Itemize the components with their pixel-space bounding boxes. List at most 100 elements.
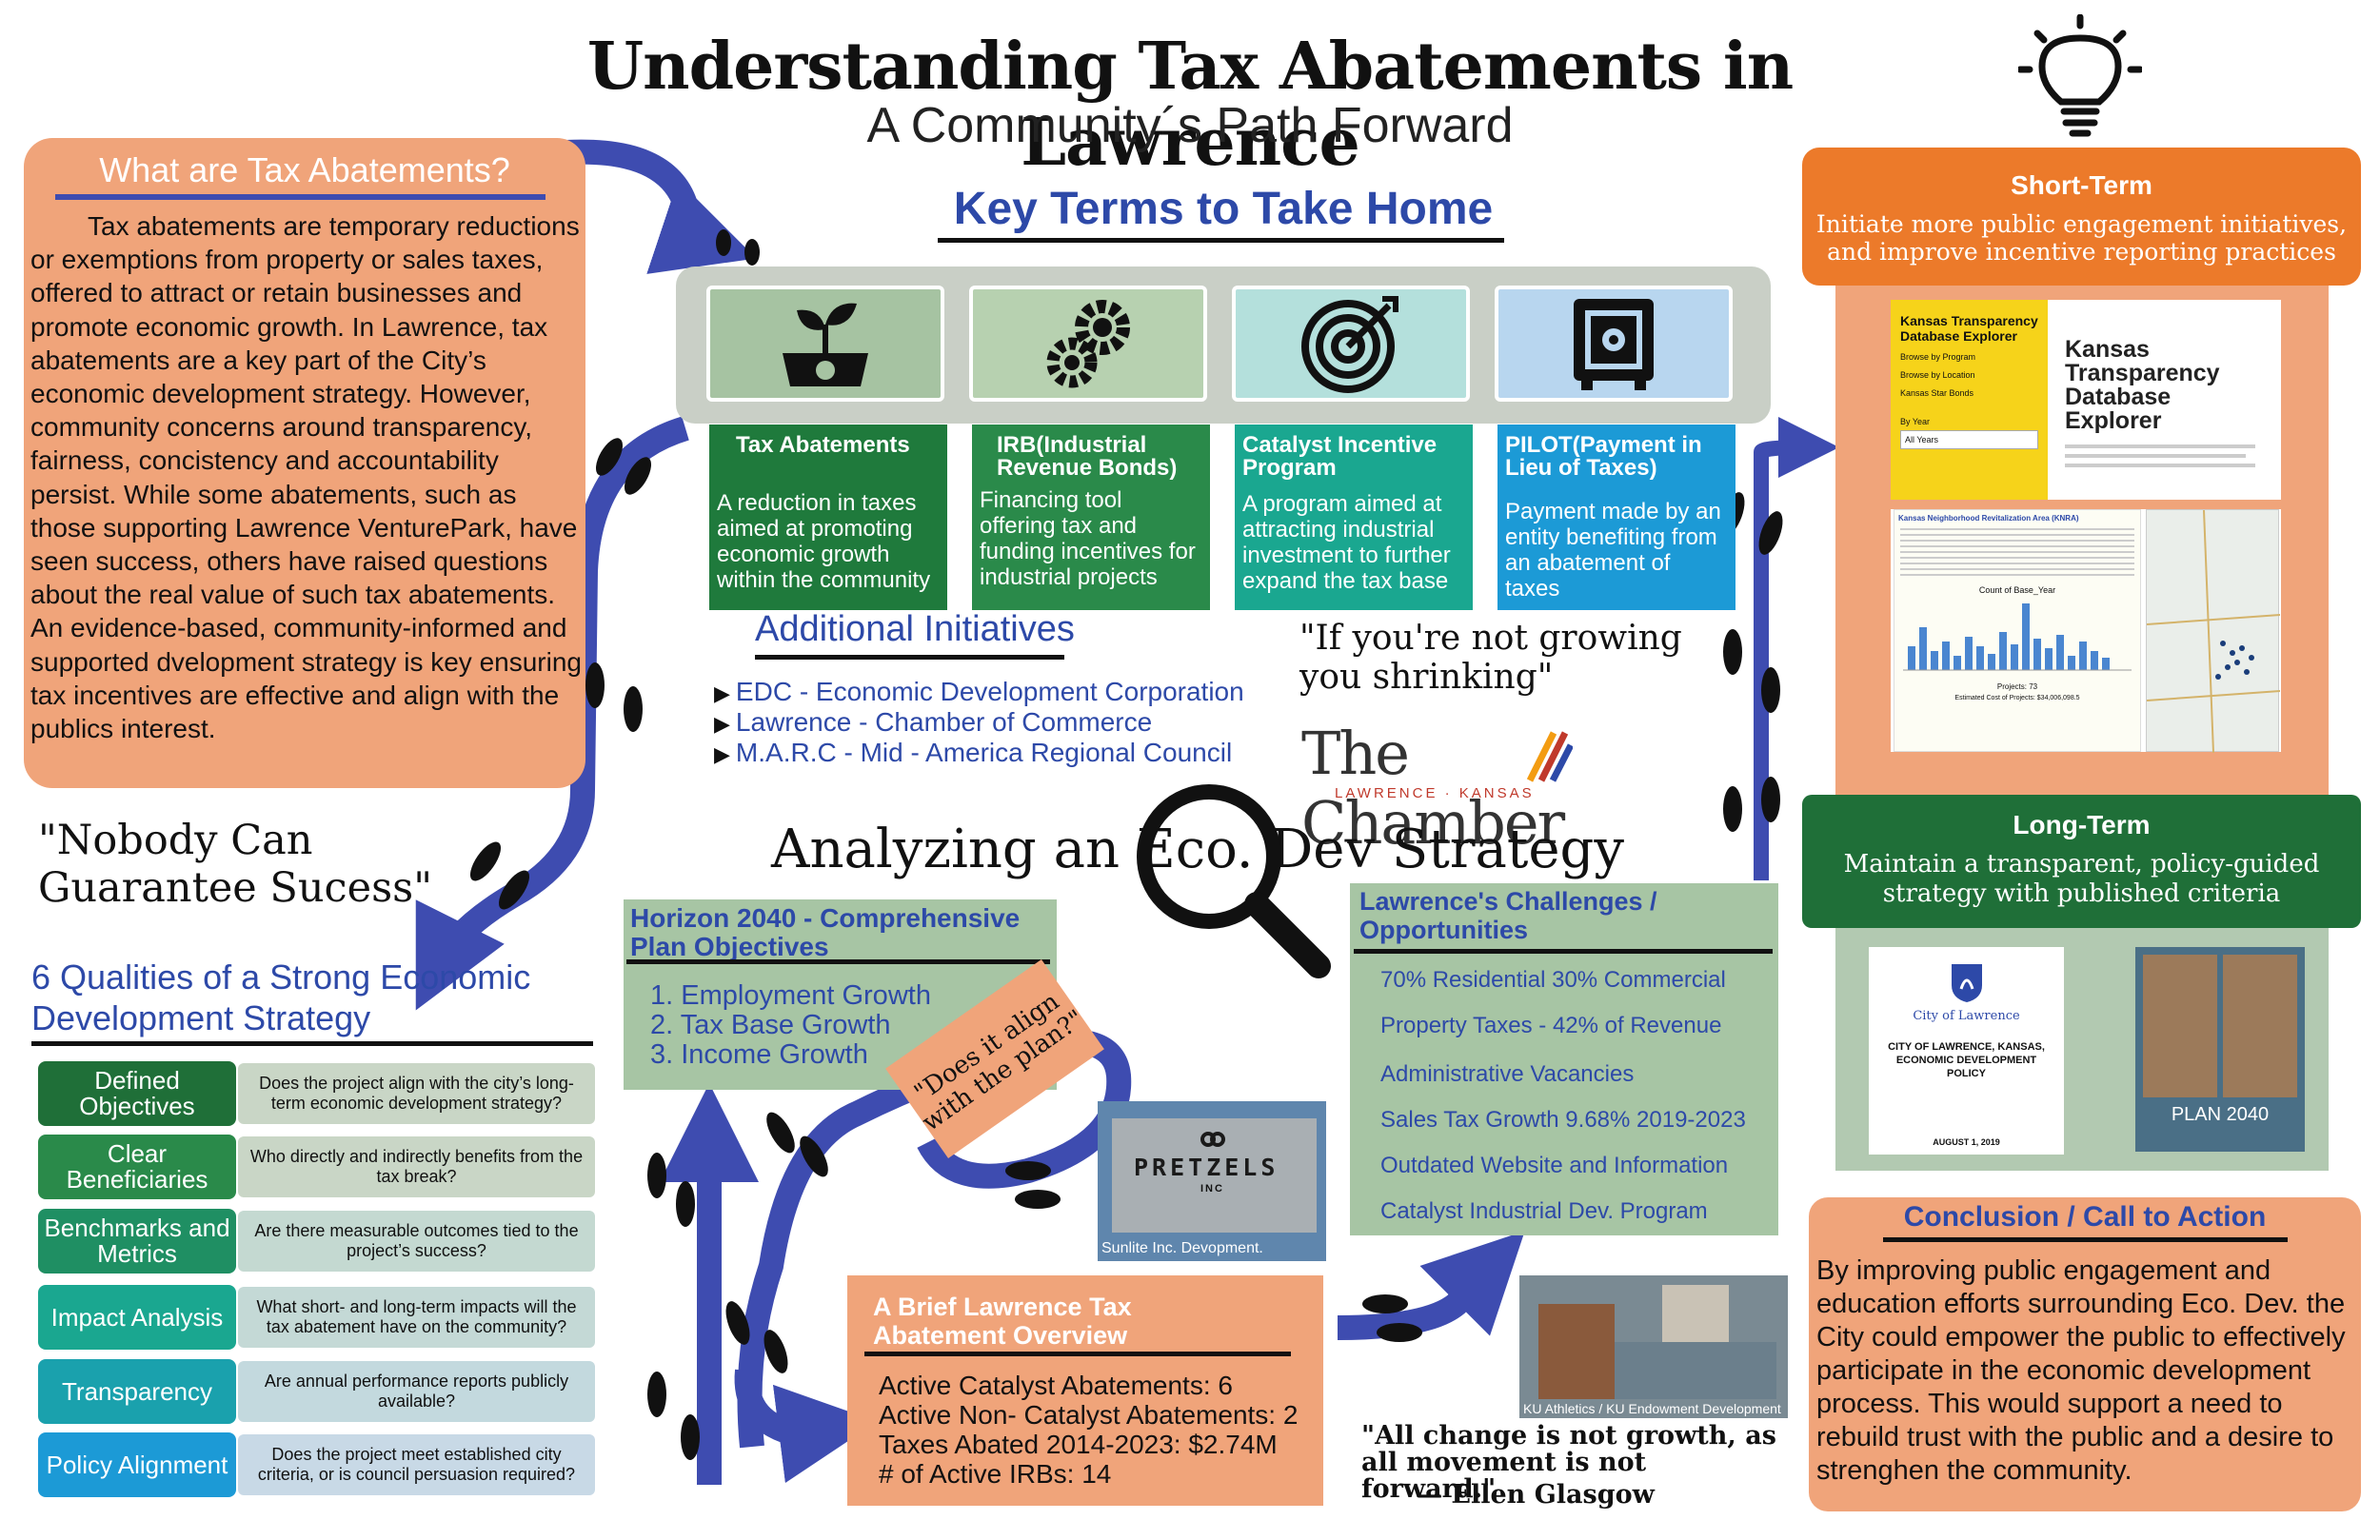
divider <box>31 1041 593 1046</box>
knra-map <box>2146 509 2281 754</box>
pretzel-icon <box>1200 1132 1225 1147</box>
chamber-sub: LAWRENCE · KANSAS <box>1335 785 1535 801</box>
divider <box>626 959 1050 964</box>
policy-date: AUGUST 1, 2019 <box>1933 1137 2000 1147</box>
ku-building <box>1538 1304 1615 1399</box>
horizon-title: Horizon 2040 - Comprehensive Plan Object… <box>630 903 1021 961</box>
list-item: Active Catalyst Abatements: 6 <box>879 1371 1233 1400</box>
what-box <box>24 138 585 788</box>
challenges-title: Lawrence's Challenges / Opportunities <box>1359 887 1657 944</box>
quality-label: Benchmarks and Metrics <box>38 1209 236 1273</box>
list-item: ▶Lawrence - Chamber of Commerce <box>714 707 1153 737</box>
conclusion-body: By improving public engagement and educa… <box>1816 1255 2346 1486</box>
list-item: Taxes Abated 2014-2023: $2.74M <box>879 1430 1278 1459</box>
quality-desc: What short- and long-term impacts will t… <box>238 1287 595 1348</box>
term-desc: Financing tool offering tax and funding … <box>980 487 1196 590</box>
initiative-label: M.A.R.C - Mid - America Regional Council <box>735 738 1233 767</box>
pretzels-photo: PRETZELS INC Sunlite Inc. Devopment. <box>1098 1101 1326 1261</box>
quote-growing: "If you're not growing you shrinking" <box>1299 619 1682 697</box>
quality-desc: Are there measurable outcomes tied to th… <box>238 1211 595 1272</box>
knra-title: Kansas Neighborhood Revitalization Area … <box>1898 514 2079 523</box>
arrow-center-right <box>1337 1231 1525 1340</box>
quality-desc: Are annual performance reports publicly … <box>238 1361 595 1422</box>
ku-caption: KU Athletics / KU Endowment Development <box>1523 1401 1781 1416</box>
lightbulb-icon <box>2016 13 2144 143</box>
initiative-label: EDC - Economic Development Corporation <box>735 677 1244 706</box>
list-item: Sales Tax Growth 9.68% 2019-2023 <box>1380 1107 1746 1133</box>
divider <box>1883 1237 2288 1242</box>
quality-row-clear-beneficiaries: Clear Beneficiaries Who directly and ind… <box>38 1135 595 1199</box>
explorer-sidebar: Kansas Transparency Database Explorer Br… <box>1891 300 2048 500</box>
long-term-box: Long-Term Maintain a transparent, policy… <box>1802 795 2361 928</box>
explorer-item: Kansas Star Bonds <box>1900 388 1974 398</box>
long-term-title: Long-Term <box>2013 810 2151 839</box>
quality-label: Transparency <box>38 1359 236 1424</box>
term-card-pilot: PILOT(Payment in Lieu of Taxes) Payment … <box>1497 424 1735 610</box>
policy-document-cover: City of Lawrence CITY OF LAWRENCE, KANSA… <box>1869 947 2064 1155</box>
term-title: Tax Abatements <box>736 432 910 458</box>
quality-row-defined-objectives: Defined Objectives Does the project alig… <box>38 1061 595 1126</box>
pretzels-sign: PRETZELS <box>1134 1154 1279 1181</box>
policy-title: CITY OF LAWRENCE, KANSAS, ECONOMIC DEVEL… <box>1888 1041 2045 1079</box>
list-item: # of Active IRBs: 14 <box>879 1459 1112 1489</box>
ku-building <box>1615 1342 1776 1399</box>
quality-desc: Who directly and indirectly benefits fro… <box>238 1136 595 1197</box>
term-title: PILOT(Payment in Lieu of Taxes) <box>1505 432 1702 481</box>
list-item: 1. Employment Growth <box>650 980 931 1011</box>
arrow-left-down <box>415 416 690 1011</box>
list-item: Outdated Website and Information <box>1380 1153 1729 1178</box>
transparency-explorer-screenshot: Kansas Transparency Database Explorer Br… <box>1891 300 2281 500</box>
list-item: Active Non- Catalyst Abatements: 2 <box>879 1400 1299 1430</box>
arrow-right-up <box>1754 417 1839 880</box>
divider <box>755 655 1064 660</box>
chamber-name: The Chamber <box>1301 719 1565 858</box>
magnifier-icon <box>1128 776 1333 980</box>
challenges-box <box>1350 883 1778 1235</box>
arrow-bottom-right <box>734 1369 878 1484</box>
term-desc: A reduction in taxes aimed at promoting … <box>717 490 931 593</box>
term-card-catalyst: Catalyst Incentive Program A program aim… <box>1235 424 1473 610</box>
long-term-text: Maintain a transparent, policy-guided st… <box>1843 850 2320 908</box>
explorer-sidebar-title: Kansas Transparency Database Explorer <box>1900 313 2038 344</box>
term-title: IRB(Industrial Revenue Bonds) <box>997 432 1178 481</box>
term-title: Catalyst Incentive Program <box>1242 432 1438 481</box>
explorer-body-lines <box>2065 444 2255 448</box>
quality-label: Clear Beneficiaries <box>38 1135 236 1199</box>
overview-title: A Brief Lawrence Tax Abatement Overview <box>873 1293 1132 1350</box>
gears-icon <box>969 286 1207 402</box>
page-title: Understanding Tax Abatements in Lawrence <box>586 29 1794 181</box>
conclusion-title: Conclusion / Call to Action <box>1903 1201 2267 1233</box>
quality-desc: Does the project meet established city c… <box>238 1434 595 1495</box>
knra-text-block <box>1900 528 2134 576</box>
chamber-logo: The Chamber LAWRENCE · KANSAS <box>1301 719 1587 858</box>
target-icon <box>1232 286 1470 402</box>
plan-title: PLAN 2040 <box>2171 1104 2270 1125</box>
list-item: Property Taxes - 42% of Revenue <box>1380 1013 1722 1038</box>
term-card-tax-abatements: Tax Abatements A reduction in taxes aime… <box>709 424 947 610</box>
knra-chart-title: Count of Base_Year <box>1978 585 2056 595</box>
knra-cost: Estimated Cost of Projects: $34,006,098.… <box>1954 695 2080 701</box>
analyzing-title: Analyzing an Eco. Dev Strategy <box>771 819 1625 880</box>
policy-brand: City of Lawrence <box>1913 1009 2020 1023</box>
explorer-body-lines <box>2065 454 2246 458</box>
explorer-title: Kansas Transparency Database Explorer <box>2065 336 2220 434</box>
qualities-title: 6 Qualities of a Strong Economic Develop… <box>31 958 531 1037</box>
conclusion-box <box>1809 1197 2361 1511</box>
quality-label: Defined Objectives <box>38 1061 236 1126</box>
plan-2040-cover: PLAN 2040 <box>2135 947 2305 1152</box>
divider <box>55 194 545 200</box>
what-body-text: Tax abatements are temporary reductions … <box>30 211 582 744</box>
list-item: ▶EDC - Economic Development Corporation <box>714 677 1244 706</box>
term-desc: A program aimed at attracting industrial… <box>1242 491 1451 594</box>
quote-change: "All change is not growth, as all moveme… <box>1361 1421 1776 1504</box>
knra-bar-chart <box>1903 603 2132 671</box>
seedling-icon <box>706 286 944 402</box>
quality-desc: Does the project align with the city’s l… <box>238 1063 595 1124</box>
explorer-year-select: All Years <box>1900 430 2038 449</box>
term-card-irb: IRB(Industrial Revenue Bonds) Financing … <box>972 424 1210 610</box>
city-seal-icon <box>1951 964 1982 1002</box>
explorer-body-lines <box>2065 464 2255 467</box>
divider <box>864 1352 1291 1356</box>
overview-box <box>847 1275 1323 1506</box>
